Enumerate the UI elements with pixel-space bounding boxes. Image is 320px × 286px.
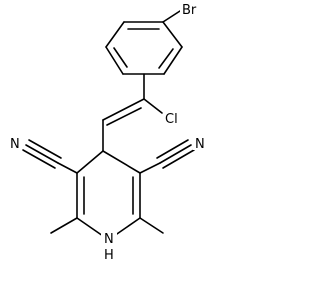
ring-nitrogen-label: N xyxy=(104,232,114,247)
nitrile-n-left-label: N xyxy=(10,137,20,152)
ring-bond-c4-c5 xyxy=(102,150,141,174)
chlorine-label: Cl xyxy=(165,112,178,127)
nitrile-left-triple-2 xyxy=(28,139,62,159)
benzene-double-inner-2 xyxy=(158,48,174,69)
nitrile-left xyxy=(22,139,78,174)
methyl-left xyxy=(50,217,78,234)
nitrile-right-triple-1 xyxy=(159,144,192,164)
benzene-bond-3 xyxy=(163,46,183,75)
dihydropyridine-ring xyxy=(76,150,141,237)
nitrile-left-triple-3 xyxy=(22,149,56,169)
ring-bond-c2-n1 xyxy=(76,217,104,237)
nitrile-left-triple-1 xyxy=(25,144,59,164)
structure-diagram: Br Cl N N N H xyxy=(10,3,205,263)
benzene-bond-5 xyxy=(105,46,124,75)
ring-nh-label: H xyxy=(104,248,114,263)
c-br-bond xyxy=(162,10,181,23)
ring-bond-c4-c3 xyxy=(76,150,104,174)
nitrile-right-stem xyxy=(139,162,161,174)
ring-bond-c6-n1 xyxy=(113,217,141,237)
nitrile-right-triple-3 xyxy=(162,149,195,169)
c-cl-bond xyxy=(143,98,163,114)
bromine-label: Br xyxy=(182,3,197,18)
vinyl-bond-outer xyxy=(102,98,145,121)
benzene-double-inner-3 xyxy=(113,47,128,68)
vinyl-double-bond xyxy=(102,98,145,126)
nitrile-right-triple-2 xyxy=(156,139,189,159)
nitrile-right xyxy=(139,139,195,174)
vinyl-bond-inner xyxy=(106,107,142,126)
benzene-bond-6 xyxy=(105,21,125,48)
benzene-ring xyxy=(105,21,183,75)
nitrile-n-right-label: N xyxy=(195,137,205,152)
benzene-bond-2 xyxy=(162,21,183,48)
methyl-right xyxy=(139,217,164,234)
nitrile-left-stem xyxy=(57,162,78,174)
